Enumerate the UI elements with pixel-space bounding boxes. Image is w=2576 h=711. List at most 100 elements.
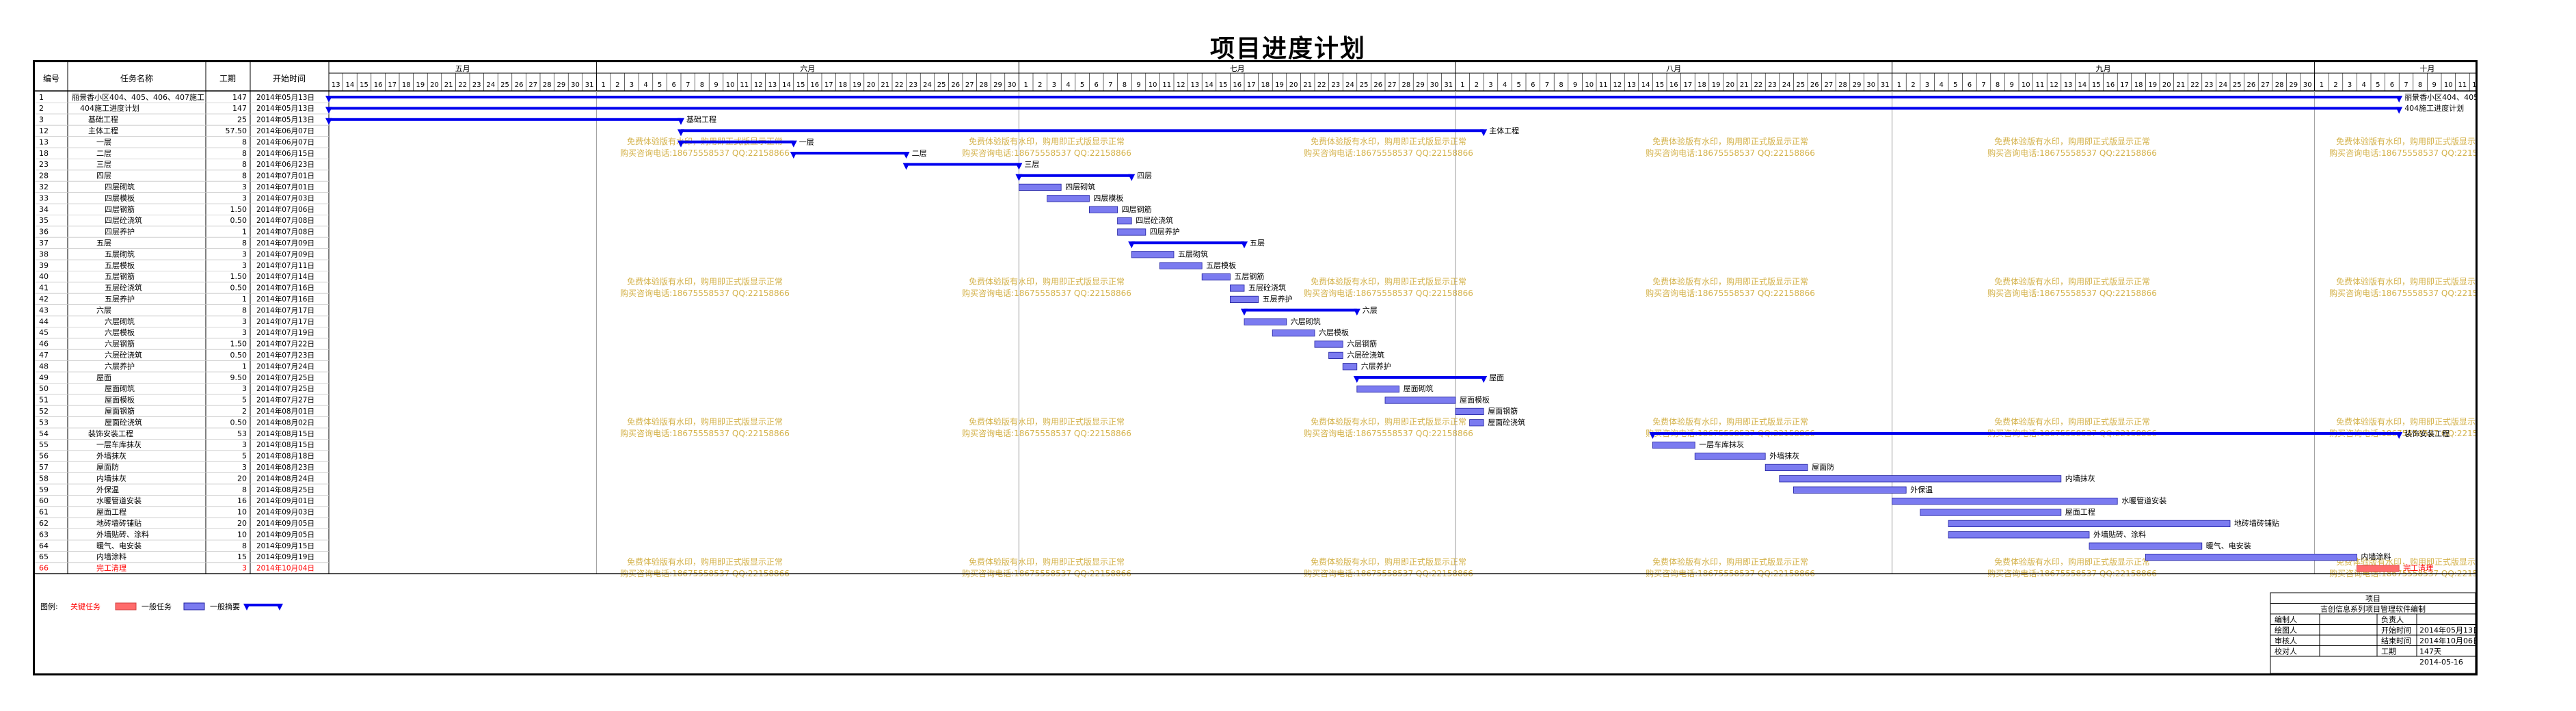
day-tick-label: 11 xyxy=(2458,81,2467,89)
day-tick-label: 16 xyxy=(810,81,819,89)
cell-id: 2 xyxy=(39,104,44,113)
day-tick-label: 5 xyxy=(1080,81,1084,89)
bar-label: 四层模板 xyxy=(1093,193,1123,202)
day-tick-label: 4 xyxy=(2362,81,2366,89)
day-tick-label: 10 xyxy=(1585,81,1594,89)
day-tick-label: 28 xyxy=(1838,81,1847,89)
bar-label: 六层模板 xyxy=(1319,327,1349,337)
cell-duration: 53 xyxy=(237,429,247,438)
column-header-name: 任务名称 xyxy=(120,73,153,83)
cell-task-name: 五层模板 xyxy=(105,260,135,270)
cell-duration: 3 xyxy=(242,193,247,202)
cell-start: 2014年07月27日 xyxy=(256,396,314,405)
summary-end-marker xyxy=(677,118,684,125)
day-tick-label: 13 xyxy=(1191,81,1200,89)
watermark-text: 免费体验版有水印，购用即正式版显示正常 xyxy=(969,276,1125,286)
day-tick-label: 27 xyxy=(528,81,537,89)
cell-id: 50 xyxy=(39,384,49,393)
cell-task-name: 六层 xyxy=(96,306,111,314)
day-tick-label: 17 xyxy=(388,81,397,89)
cell-id: 62 xyxy=(39,519,49,528)
cell-id: 63 xyxy=(39,530,49,539)
watermark-text: 购买咨询电话:18675558537 QQ:22158866 xyxy=(962,148,1131,158)
cell-start: 2014年07月08日 xyxy=(256,228,314,237)
cell-id: 36 xyxy=(39,228,49,237)
info-box-key: 开始时间 xyxy=(2381,626,2411,635)
cell-duration: 10 xyxy=(237,508,247,517)
summary-end-marker xyxy=(2396,96,2403,103)
summary-start-marker xyxy=(1128,241,1136,249)
bar-label: 三层 xyxy=(1024,160,1039,169)
watermark-text: 免费体验版有水印，购用即正式版显示正常 xyxy=(1994,416,2150,427)
column-header-start: 开始时间 xyxy=(273,74,306,83)
task-bar xyxy=(1328,351,1343,360)
cell-id: 28 xyxy=(39,172,49,180)
cell-task-name: 完工清理 xyxy=(96,563,126,573)
cell-start: 2014年07月11日 xyxy=(256,261,314,270)
day-tick-label: 14 xyxy=(782,81,791,89)
cell-duration: 1.50 xyxy=(230,272,247,281)
summary-bar xyxy=(681,140,794,144)
cell-task-name: 五层 xyxy=(96,239,111,247)
day-tick-label: 25 xyxy=(2233,81,2242,89)
day-tick-label: 27 xyxy=(1825,81,1834,89)
day-tick-label: 13 xyxy=(1627,81,1636,89)
day-tick-label: 8 xyxy=(1996,81,2000,89)
cell-id: 57 xyxy=(39,463,49,472)
cell-task-name: 丽景香小区404、405、406、407施工 xyxy=(72,93,204,102)
cell-duration: 1.50 xyxy=(230,205,247,214)
day-tick-label: 14 xyxy=(1641,81,1650,89)
cell-start: 2014年09月19日 xyxy=(256,552,314,561)
watermark-text: 免费体验版有水印，购用即正式版显示正常 xyxy=(2336,136,2476,146)
day-tick-label: 27 xyxy=(2261,81,2270,89)
watermark-text: 免费体验版有水印，购用即正式版显示正常 xyxy=(2336,416,2476,427)
day-tick-label: 4 xyxy=(1066,81,1070,89)
cell-task-name: 装饰安装工程 xyxy=(88,429,133,438)
task-bar xyxy=(1201,273,1231,281)
cell-id: 53 xyxy=(39,418,49,427)
day-tick-label: 1 xyxy=(1460,81,1464,89)
day-tick-label: 16 xyxy=(1233,81,1242,89)
bar-label: 内墙抹灰 xyxy=(2065,473,2095,483)
task-bar xyxy=(1117,228,1146,236)
cell-start: 2014年09月05日 xyxy=(256,519,314,528)
cell-task-name: 五层钢筋 xyxy=(105,271,135,281)
bar-label: 四层砌筑 xyxy=(1065,182,1095,191)
day-tick-label: 13 xyxy=(2064,81,2073,89)
day-tick-label: 19 xyxy=(2148,81,2157,89)
day-tick-label: 29 xyxy=(1853,81,1862,89)
day-tick-label: 2 xyxy=(1911,81,1915,89)
cell-id: 23 xyxy=(39,160,49,169)
day-tick-label: 28 xyxy=(1402,81,1411,89)
summary-bar xyxy=(329,107,2400,110)
task-bar xyxy=(1314,340,1343,348)
bar-label: 外墙抹灰 xyxy=(1769,451,1799,461)
cell-duration: 15 xyxy=(237,552,247,561)
bar-label: 二层 xyxy=(912,149,927,158)
day-tick-label: 6 xyxy=(1531,81,1535,89)
day-tick-label: 9 xyxy=(714,81,718,89)
day-tick-label: 4 xyxy=(643,81,647,89)
summary-start-marker xyxy=(1649,432,1656,439)
day-tick-label: 1 xyxy=(1897,81,1901,89)
day-tick-label: 19 xyxy=(1275,81,1284,89)
cell-start: 2014年07月24日 xyxy=(256,362,314,371)
month-label: 六月 xyxy=(800,64,815,73)
watermark-text: 免费体验版有水印，购用即正式版显示正常 xyxy=(1652,136,1808,146)
task-bar xyxy=(1779,475,2062,483)
day-tick-label: 26 xyxy=(1373,81,1382,89)
watermark-text: 购买咨询电话:18675558537 QQ:22158866 xyxy=(1987,148,2157,158)
summary-start-marker xyxy=(790,152,797,159)
cell-task-name: 二层 xyxy=(96,149,111,158)
cell-start: 2014年07月01日 xyxy=(256,183,314,191)
day-tick-label: 22 xyxy=(1754,81,1763,89)
month-label: 五月 xyxy=(455,64,470,73)
column-header-id: 编号 xyxy=(43,73,59,83)
cell-task-name: 屋面砼浇筑 xyxy=(105,417,142,427)
cell-id: 41 xyxy=(39,284,49,293)
cell-task-name: 内墙涂料 xyxy=(96,552,126,561)
summary-bar xyxy=(1356,376,1484,379)
day-tick-label: 20 xyxy=(2162,81,2171,89)
summary-start-marker xyxy=(677,129,684,137)
day-tick-label: 23 xyxy=(1332,81,1341,89)
